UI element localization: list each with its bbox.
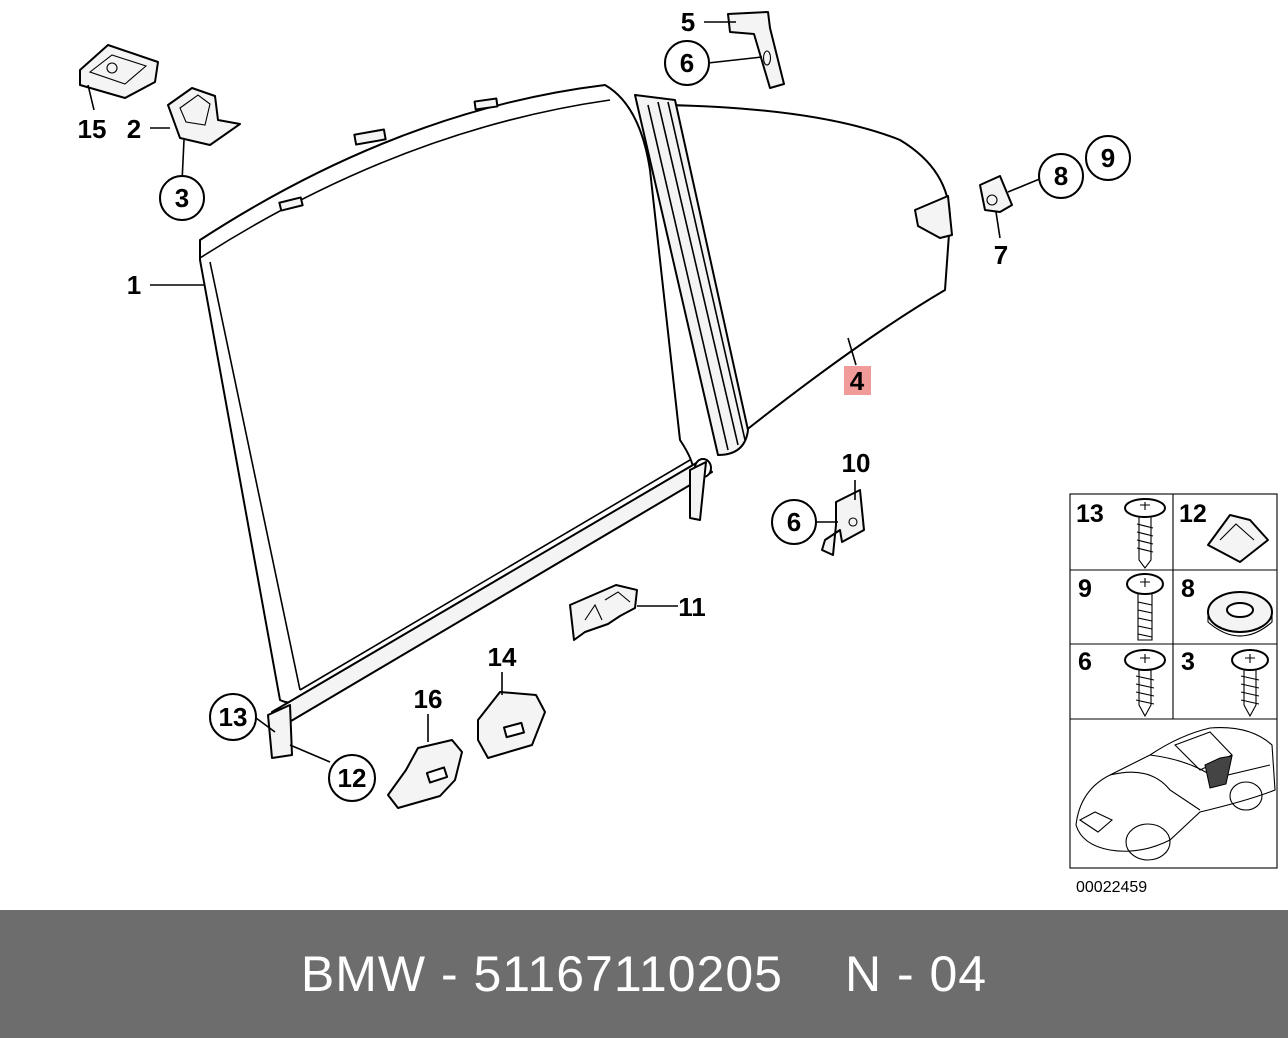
screw-9-icon — [1126, 573, 1164, 641]
callout-2: 2 — [127, 114, 141, 144]
callout-7: 7 — [994, 240, 1008, 270]
brand-part-number: BMW - 51167110205 — [300, 946, 783, 1002]
part-2-bracket — [167, 87, 241, 146]
part-7-clip — [979, 175, 1013, 213]
callout-9: 9 — [1101, 143, 1115, 173]
callout-10: 10 — [842, 448, 871, 478]
part-5-bracket — [727, 11, 785, 89]
callout-circle-6-mid — [771, 499, 817, 545]
diagram-code: N - 04 — [844, 946, 988, 1002]
callout-circle-12 — [328, 754, 376, 802]
part-10-bracket — [821, 489, 865, 556]
callout-4: 4 — [850, 366, 865, 396]
callouts: 3 6 8 9 6 13 12 1 2 15 5 7 10 11 14 16 4 — [78, 7, 1131, 802]
grid-label-3: 3 — [1181, 648, 1195, 676]
part-14-end-cap — [477, 691, 546, 759]
fastener-reference-grid: 13 12 9 8 6 3 — [1069, 493, 1278, 896]
callout-14: 14 — [488, 642, 517, 672]
callout-12: 12 — [338, 763, 367, 793]
callout-6-top: 6 — [680, 48, 694, 78]
screw-6-icon — [1124, 649, 1166, 718]
grid-label-9: 9 — [1078, 575, 1092, 603]
sunshade-panel — [199, 84, 713, 759]
callout-5: 5 — [681, 7, 695, 37]
drawing-number: 00022459 — [1076, 879, 1147, 896]
parts-diagram: 3 6 8 9 6 13 12 1 2 15 5 7 10 11 14 16 4… — [78, 7, 1278, 896]
callout-circle-13 — [209, 693, 257, 741]
callout-13: 13 — [219, 702, 248, 732]
part-number-footer: BMW - 51167110205 N - 04 — [0, 910, 1288, 1038]
callout-3: 3 — [175, 183, 189, 213]
callout-circle-9 — [1085, 135, 1131, 181]
callout-circle-8 — [1038, 153, 1084, 199]
callout-11: 11 — [678, 592, 706, 622]
screw-13-icon — [1124, 498, 1166, 569]
part-11-clip — [569, 584, 638, 641]
part-16-end-cap — [387, 739, 463, 809]
callout-circle-3 — [159, 175, 205, 221]
quarter-sunshade — [634, 94, 953, 456]
part-15-cover — [79, 44, 159, 99]
clip-nut-12-icon — [1207, 514, 1269, 563]
callout-1: 1 — [127, 270, 141, 300]
leader-lines — [87, 21, 1043, 763]
callout-16: 16 — [414, 684, 443, 714]
callout-circle-6-top — [664, 40, 710, 86]
callout-highlight-4 — [844, 366, 871, 395]
grid-label-13: 13 — [1076, 500, 1104, 528]
grid-label-8: 8 — [1181, 575, 1195, 603]
callout-8: 8 — [1054, 161, 1068, 191]
grid-label-12: 12 — [1179, 500, 1207, 528]
washer-8-icon — [1207, 591, 1273, 637]
screw-3-icon — [1231, 649, 1269, 718]
callout-15: 15 — [78, 114, 107, 144]
car-location-sketch-icon — [1075, 727, 1276, 861]
grid-label-6: 6 — [1078, 648, 1092, 676]
callout-6-mid: 6 — [787, 507, 801, 537]
